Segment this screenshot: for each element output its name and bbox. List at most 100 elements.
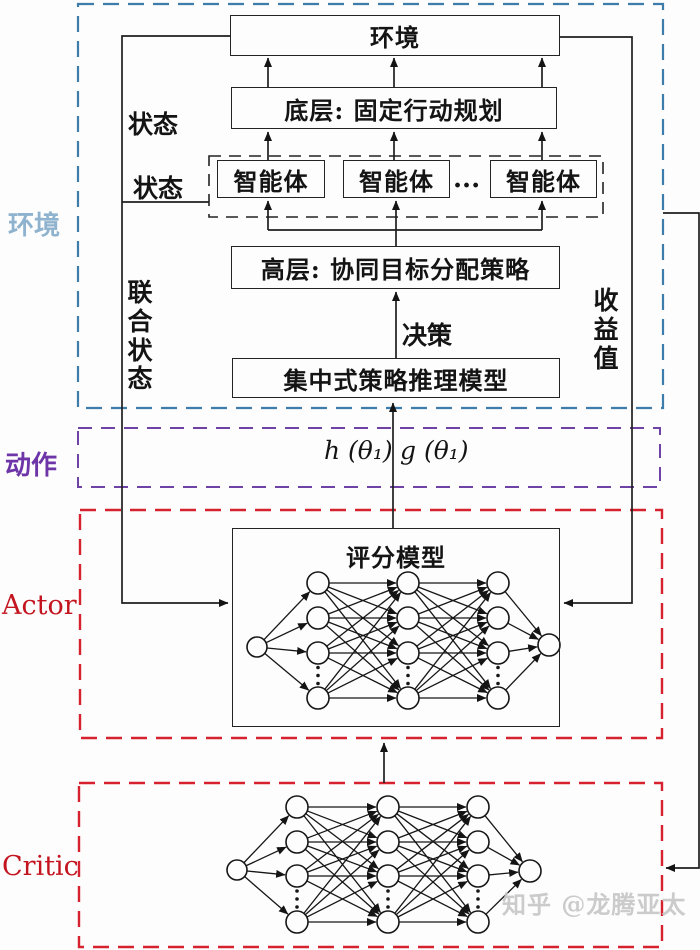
nn-node xyxy=(246,636,268,658)
nn-edge xyxy=(505,653,542,691)
action-region-label: 动作 xyxy=(5,451,58,481)
nn-edge xyxy=(488,869,519,877)
watermark: 知乎 @龙腾亚太 xyxy=(502,890,687,919)
nn-vertical-dots xyxy=(496,673,500,678)
nn-node xyxy=(466,830,490,854)
nn-edge xyxy=(416,589,489,647)
nn-vertical-dots xyxy=(316,673,320,678)
critic-region-border xyxy=(77,781,664,949)
nn-node xyxy=(466,795,490,819)
critic-region-label: Critic xyxy=(2,851,79,882)
agent-box-2: 智能体 xyxy=(343,160,450,198)
nn-edge xyxy=(263,591,311,641)
state-label-agents: 状态 xyxy=(133,174,184,203)
nn-node xyxy=(396,606,420,630)
low-level-box: 底层: 固定行动规划 xyxy=(231,87,557,129)
nn-node xyxy=(306,641,330,665)
nn-edge xyxy=(398,810,468,839)
environment-region-border xyxy=(76,2,665,410)
critic-network xyxy=(226,795,542,934)
nn-node xyxy=(466,864,490,888)
nn-edge xyxy=(398,845,468,873)
nn-edge xyxy=(306,880,378,918)
nn-edge xyxy=(417,657,488,694)
agent-box-label: 智能体 xyxy=(233,166,309,196)
nn-node xyxy=(306,686,330,710)
nn-vertical-dots xyxy=(295,897,299,901)
nn-edge xyxy=(394,816,472,914)
nn-edge xyxy=(395,849,470,916)
state-label-top: 状态 xyxy=(128,110,179,139)
nn-node xyxy=(226,859,248,881)
agent-box-label: 智能体 xyxy=(506,166,581,196)
nn-edge xyxy=(508,644,538,653)
agents-group-border xyxy=(208,155,604,218)
agent-box-1: 智能体 xyxy=(217,160,325,198)
nn-edge xyxy=(485,878,522,915)
nn-vertical-dots xyxy=(386,889,390,893)
nn-vertical-dots xyxy=(476,889,480,893)
nn-node xyxy=(376,910,400,934)
nn-node xyxy=(285,864,309,888)
nn-vertical-dots xyxy=(316,681,320,686)
nn-vertical-dots xyxy=(406,673,410,678)
centralized-model-box: 集中式策略推理模型 xyxy=(232,358,560,398)
low-level-box-label: 底层: 固定行动规划 xyxy=(284,95,504,125)
nn-edge xyxy=(484,815,523,863)
scoring-model-box: 评分模型 xyxy=(232,528,560,727)
high-level-box-label: 高层: 协同目标分配策略 xyxy=(260,255,531,284)
nn-edge xyxy=(307,810,378,839)
centralized-model-box-label: 集中式策略推理模型 xyxy=(283,365,509,395)
reward-line-right xyxy=(560,36,633,607)
joint-state-label: 联合状态 xyxy=(127,278,153,394)
nn-edge xyxy=(307,845,378,873)
action-region-border xyxy=(77,427,661,488)
nn-edge xyxy=(243,815,290,864)
actor-region-label: Actor xyxy=(2,590,77,621)
nn-edge xyxy=(487,846,520,866)
agent-box-label: 智能体 xyxy=(359,166,434,196)
nn-edge xyxy=(325,625,400,692)
nn-node xyxy=(486,571,510,595)
nn-vertical-dots xyxy=(316,665,320,670)
nn-vertical-dots xyxy=(295,905,299,909)
environment-box-label: 环境 xyxy=(370,23,420,52)
scoring-model-title: 评分模型 xyxy=(346,543,446,572)
nn-edge xyxy=(244,876,289,915)
nn-edge xyxy=(245,846,287,867)
nn-vertical-dots xyxy=(496,665,500,670)
nn-node xyxy=(376,864,400,888)
nn-edge xyxy=(415,625,490,692)
environment-region-label: 环境 xyxy=(8,211,61,241)
reward-value-label: 收益值 xyxy=(593,286,619,373)
nn-edge xyxy=(328,621,398,650)
nn-vertical-dots xyxy=(476,905,480,909)
environment-box: 环境 xyxy=(230,15,560,56)
nn-vertical-dots xyxy=(496,681,500,686)
nn-edge xyxy=(418,621,488,650)
connection-arrows xyxy=(121,35,700,872)
agents-ellipsis: ... xyxy=(453,164,481,194)
nn-node xyxy=(466,910,490,934)
nn-node xyxy=(396,686,420,710)
nn-vertical-dots xyxy=(476,897,480,901)
nn-edge xyxy=(397,880,468,918)
actor-region-border xyxy=(78,508,664,740)
reward-line-to-critic xyxy=(663,212,700,872)
nn-edge xyxy=(507,622,539,640)
nn-edge xyxy=(264,652,310,691)
nn-edge xyxy=(504,591,542,637)
nn-node xyxy=(376,830,400,854)
nn-edge xyxy=(324,592,402,690)
nn-edge xyxy=(328,586,398,615)
nn-node xyxy=(486,686,510,710)
nn-vertical-dots xyxy=(406,681,410,686)
nn-vertical-dots xyxy=(406,665,410,670)
nn-node xyxy=(306,571,330,595)
nn-edge xyxy=(266,646,307,655)
nn-node xyxy=(285,830,309,854)
nn-vertical-dots xyxy=(386,897,390,901)
nn-edge xyxy=(418,586,488,615)
